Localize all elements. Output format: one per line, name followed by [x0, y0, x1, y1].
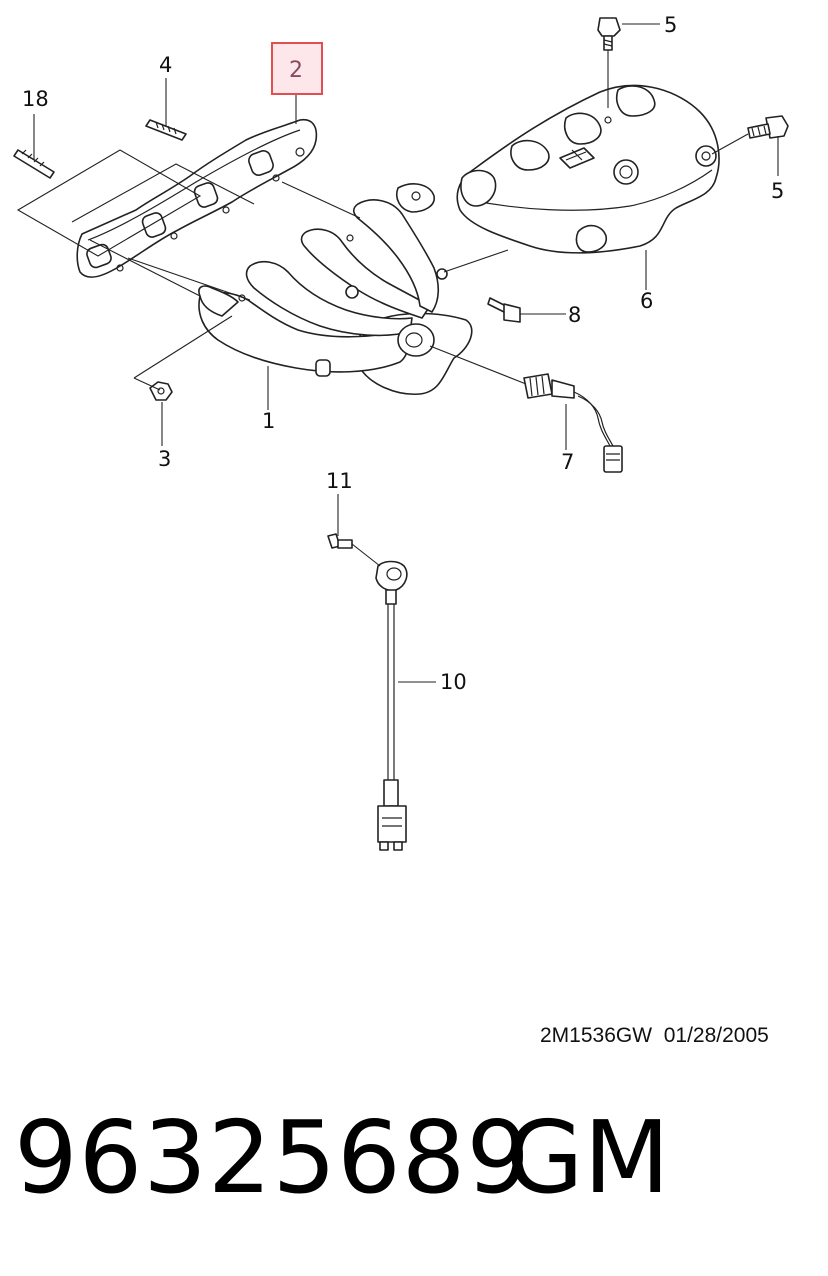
callout-5-top: 5 — [664, 13, 677, 37]
callout-4: 4 — [159, 53, 172, 77]
bolt-5-top — [597, 17, 621, 51]
callout-8: 8 — [568, 303, 581, 327]
callout-3: 3 — [158, 447, 171, 471]
part-number: 96325689 — [14, 1099, 531, 1216]
bolt-11 — [327, 533, 353, 549]
callout-10: 10 — [440, 670, 467, 694]
knock-sensor — [375, 560, 408, 851]
brand-name: GM — [506, 1099, 670, 1216]
callout-18: 18 — [22, 87, 49, 111]
stud-4 — [145, 119, 187, 141]
callout-11: 11 — [326, 469, 353, 493]
bolt-5-right — [747, 115, 789, 139]
leader-lines — [16, 23, 779, 683]
callout-5-right: 5 — [771, 179, 784, 203]
exploded-parts-diagram: 18 4 2 5 5 6 8 1 3 7 11 10 — [13, 13, 789, 851]
callout-7: 7 — [561, 450, 574, 474]
stud-18 — [13, 149, 55, 179]
heat-shield — [456, 84, 720, 254]
exhaust-manifold — [198, 183, 473, 395]
bolt-8 — [487, 297, 521, 323]
highlight-box-2 — [271, 42, 323, 95]
callout-6: 6 — [640, 289, 653, 313]
oxygen-sensor — [523, 373, 623, 473]
callout-2: 2 — [289, 58, 303, 83]
diagram-code-and-date: 2M1536GW 01/28/2005 — [540, 1024, 769, 1047]
nut-3 — [149, 381, 173, 401]
callout-1: 1 — [262, 409, 275, 433]
